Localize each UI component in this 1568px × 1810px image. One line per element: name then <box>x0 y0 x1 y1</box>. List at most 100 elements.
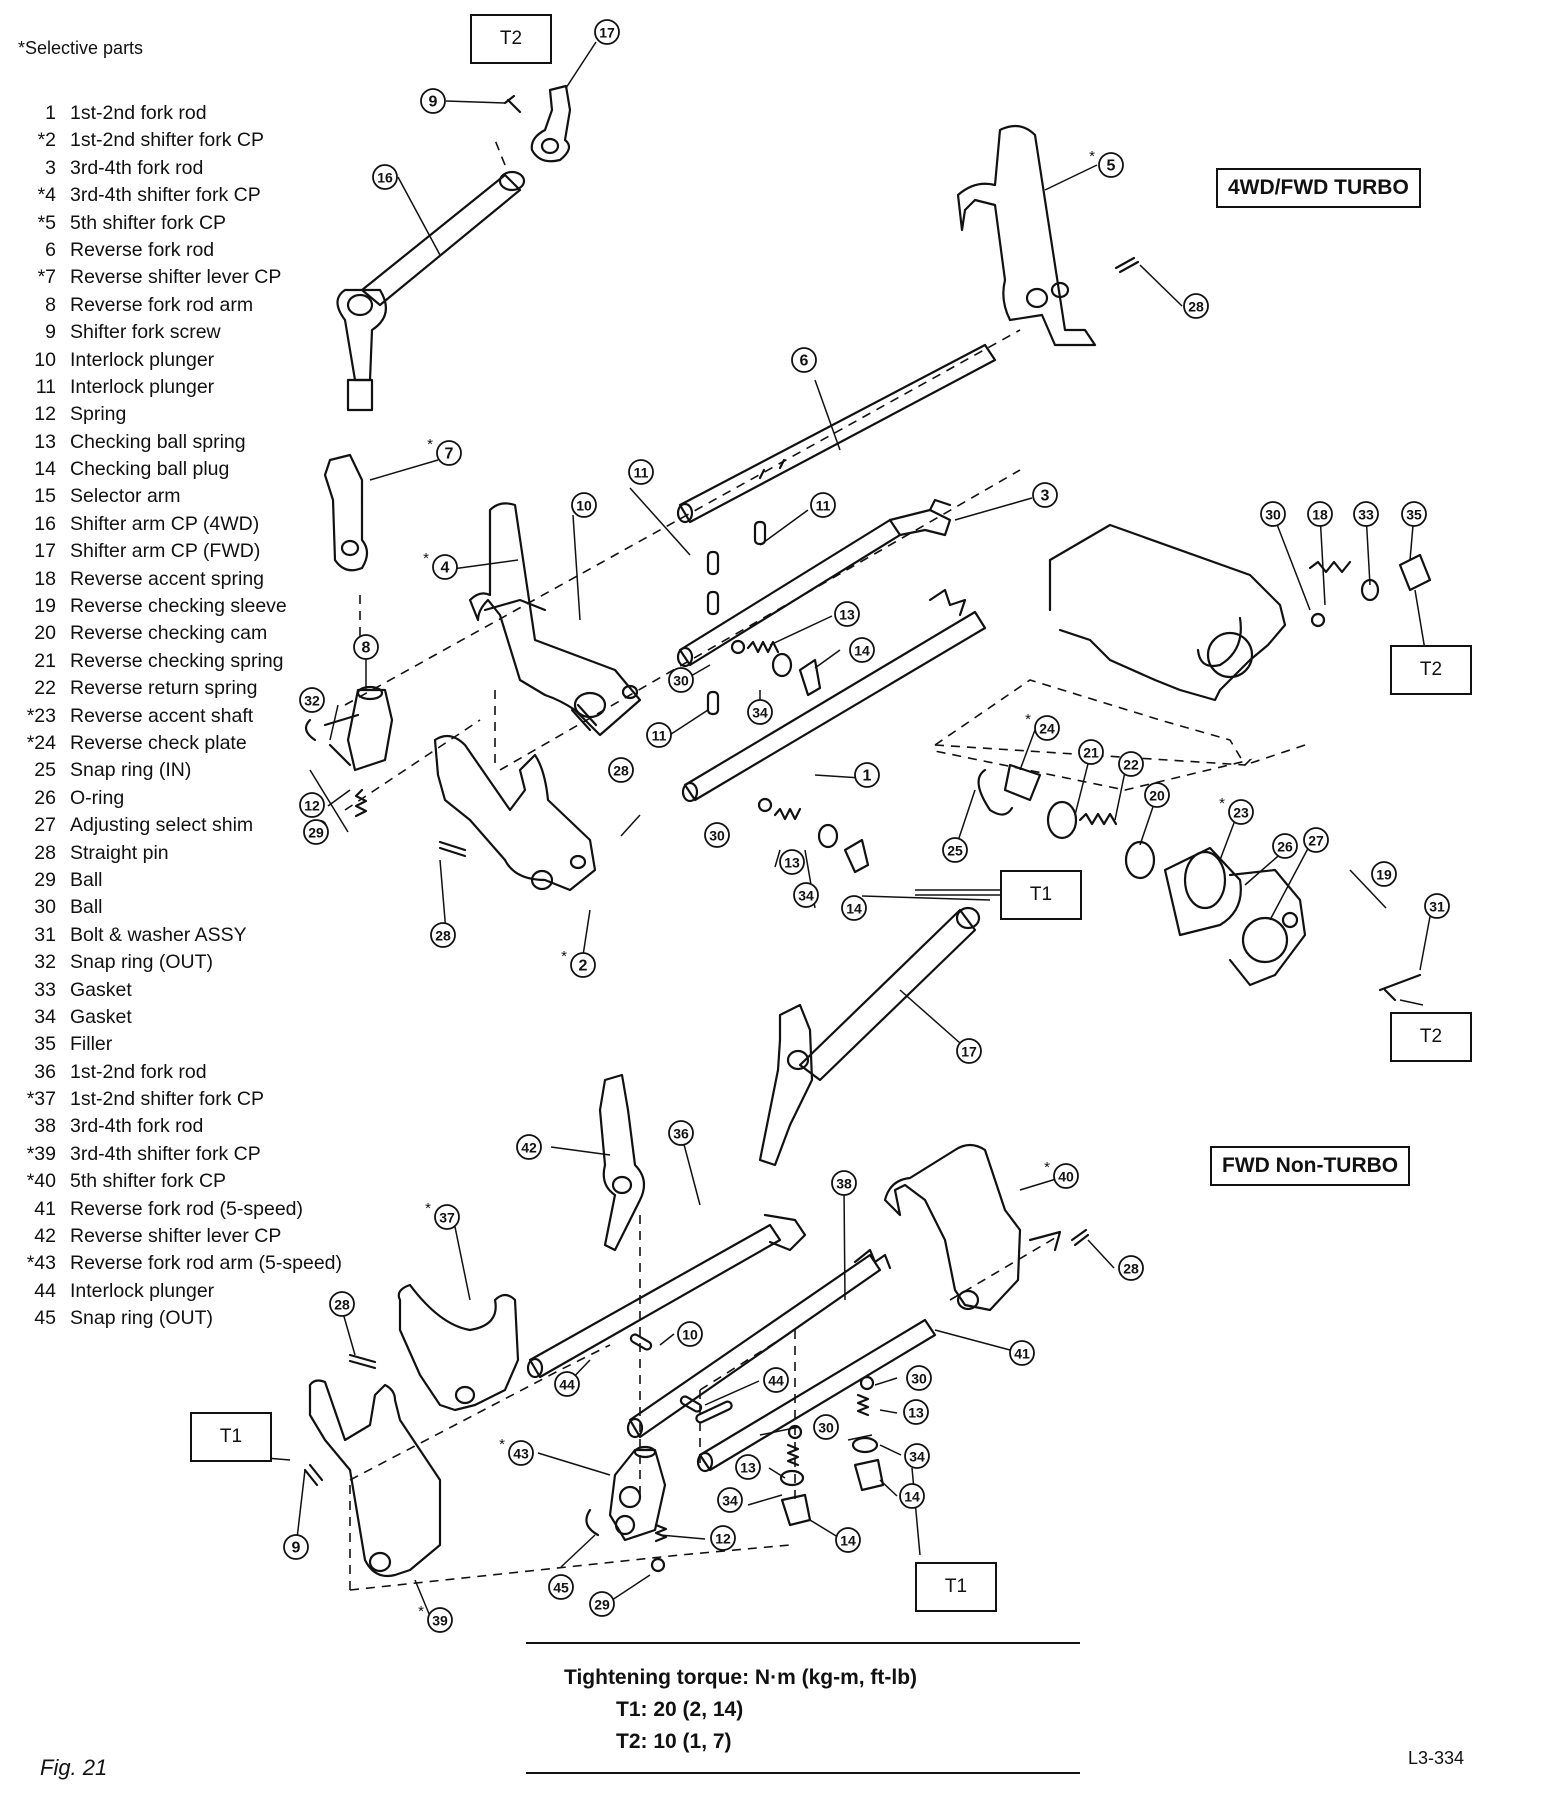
check-set-upper-part <box>312 639 870 874</box>
callout-number: 26 <box>1277 839 1293 855</box>
callout-number: 28 <box>334 1297 350 1313</box>
callout-number: 34 <box>722 1493 738 1509</box>
legend-item: 12 Spring <box>18 401 342 428</box>
legend-item-number: 10 <box>34 348 56 371</box>
callout-circle <box>793 882 819 908</box>
legend-item-label: 1st-2nd fork rod <box>70 102 207 124</box>
check-set-lower-part <box>629 1333 885 1573</box>
callout-circle <box>427 1607 453 1633</box>
callout-circle <box>1424 893 1450 919</box>
housing-part <box>1048 523 1432 702</box>
rod-6-part <box>676 343 997 524</box>
legend-item-label: 3rd-4th shifter fork CP <box>70 1142 261 1165</box>
callout-44: 44 <box>554 1371 580 1397</box>
legend-item-label: Reverse return spring <box>70 677 258 700</box>
torque-box-t2-right-upper: T2 <box>1390 645 1472 695</box>
legend-item-label: Reverse fork rod arm <box>70 293 254 316</box>
callout-number: 45 <box>553 1580 569 1596</box>
callout-13: 13 <box>834 601 860 627</box>
callout-17: 17 <box>594 19 620 45</box>
callout-28: 28 <box>1118 1255 1144 1281</box>
callout-number: 28 <box>1123 1261 1139 1277</box>
callout-circle <box>810 492 836 518</box>
callout-20: 20 <box>1144 782 1170 808</box>
callout-circle <box>841 895 867 921</box>
callout-37: 37* <box>425 1200 460 1230</box>
callout-30: 30 <box>813 1414 839 1440</box>
callout-circle <box>834 601 860 627</box>
callout-5: 5* <box>1089 148 1124 178</box>
callout-circle <box>854 762 880 788</box>
callout-circle <box>589 1591 615 1617</box>
torque-t2: T2: 10 (1, 7) <box>616 1730 732 1753</box>
legend-item-number: 32 <box>34 951 56 974</box>
legend-item-number: 33 <box>34 978 56 1001</box>
callout-11: 11 <box>810 492 836 518</box>
callout-circle <box>1118 1255 1144 1281</box>
callout-number: 21 <box>1083 745 1099 761</box>
callout-circle <box>903 1399 929 1425</box>
legend-item-label: Checking ball plug <box>70 458 230 481</box>
callout-circle <box>608 757 634 783</box>
figure-code: L3-334 <box>1408 1748 1465 1768</box>
legend-item-number: 6 <box>45 238 56 261</box>
callout-28: 28 <box>608 757 634 783</box>
callout-number: 14 <box>846 901 862 917</box>
selective-parts-note: *Selective parts <box>18 38 144 58</box>
legend-item-number: 9 <box>45 321 56 344</box>
callout-number: 25 <box>947 843 963 859</box>
legend-item-label: 3rd-4th shifter fork CP <box>70 184 261 207</box>
callout-number: 3 <box>1041 488 1050 505</box>
callout-number: 36 <box>673 1126 689 1142</box>
legend-item-label: Spring <box>70 403 127 426</box>
callout-circle <box>554 1371 580 1397</box>
reverse-accent-assy-part <box>977 763 1422 1002</box>
callout-circle <box>779 849 805 875</box>
selective-star: * <box>423 550 429 567</box>
callout-number: 13 <box>740 1460 756 1476</box>
torque-box-t1-middle: T1 <box>1000 870 1082 920</box>
legend-item-label: 1st-2nd fork rod <box>70 1060 207 1083</box>
callout-number: 40 <box>1058 1169 1074 1185</box>
legend-item-number: 29 <box>34 868 56 891</box>
callout-number: 8 <box>362 640 371 657</box>
callout-number: 17 <box>961 1044 977 1060</box>
fork-37-part <box>348 1283 520 1412</box>
legend-item-label: Shifter fork screw <box>70 321 221 344</box>
legend-item-number: 12 <box>34 403 56 426</box>
callout-2: 2* <box>561 948 596 978</box>
callout-circle <box>646 722 672 748</box>
legend-item-number: *5 <box>37 211 56 234</box>
callout-number: 28 <box>613 763 629 779</box>
legend-item-number: 20 <box>34 622 56 645</box>
callout-38: 38 <box>831 1170 857 1196</box>
callout-circle <box>372 164 398 190</box>
legend-item-label: Shifter arm CP (4WD) <box>70 512 260 535</box>
legend-item-number: *7 <box>37 266 56 289</box>
callout-number: 11 <box>634 465 649 481</box>
legend-item-number: 3 <box>45 156 56 179</box>
callout-circle <box>717 1487 743 1513</box>
callout-29: 29 <box>303 819 329 845</box>
legend-item-number: 11 <box>35 375 56 398</box>
callout-circle <box>791 347 817 373</box>
callout-30: 30 <box>906 1365 932 1391</box>
callout-41: 41 <box>1009 1340 1035 1366</box>
legend-item-number: 25 <box>34 759 56 782</box>
callout-number: 13 <box>839 607 855 623</box>
